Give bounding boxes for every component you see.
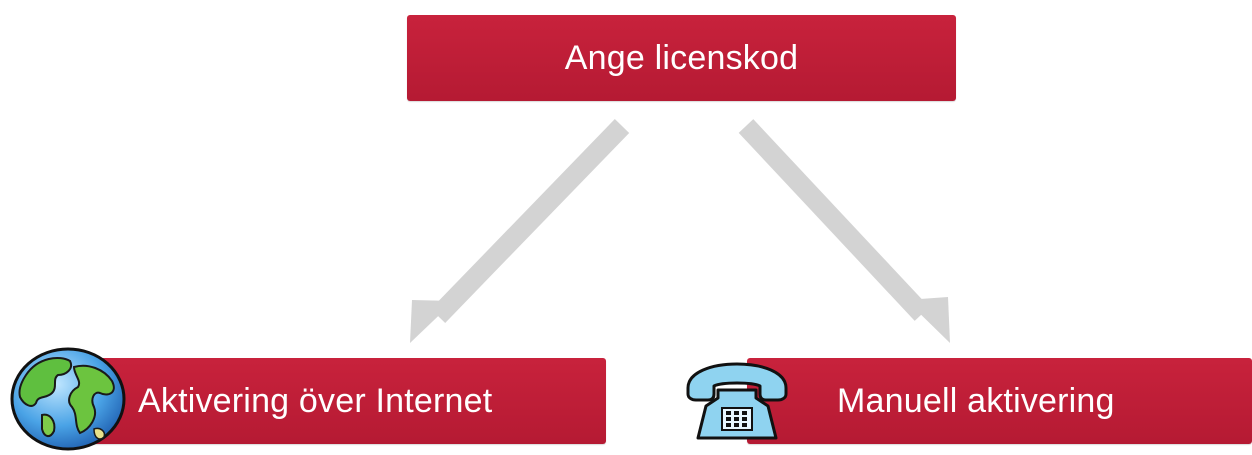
internet-activation-label: Aktivering över Internet — [138, 381, 493, 420]
internet-activation-node: Aktivering över Internet — [92, 358, 606, 444]
arrow-to-internet — [410, 119, 630, 343]
enter-license-code-node: Ange licenskod — [407, 15, 956, 101]
globe-icon — [10, 347, 126, 451]
arrow-to-manual — [738, 119, 950, 343]
enter-license-code-label: Ange licenskod — [564, 38, 799, 77]
telephone-icon — [686, 362, 788, 440]
manual-activation-node: Manuell aktivering — [747, 358, 1252, 444]
manual-activation-label: Manuell aktivering — [837, 381, 1115, 420]
